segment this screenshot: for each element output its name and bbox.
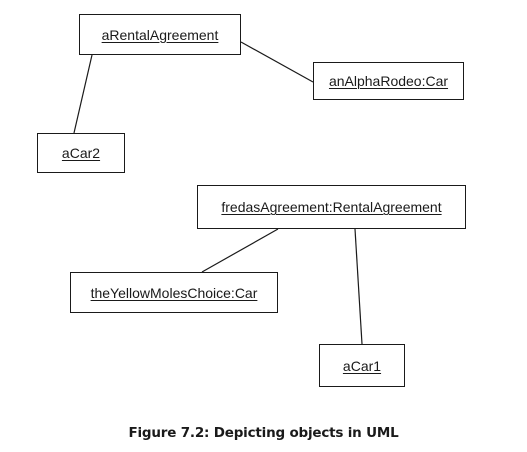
object-an-alpha-rodeo-car: anAlphaRodeo:Car — [313, 62, 464, 100]
object-fredas-agreement: fredasAgreement:RentalAgreement — [197, 185, 466, 229]
link-freda-to-car1 — [354, 228, 363, 345]
link-rental-to-car2 — [73, 54, 93, 134]
object-the-yellow-moles-choice-car: theYellowMolesChoice:Car — [70, 272, 278, 313]
object-label: anAlphaRodeo:Car — [328, 73, 449, 89]
object-a-rental-agreement: aRentalAgreement — [79, 14, 241, 55]
object-label: aCar1 — [342, 357, 382, 374]
link-rental-to-alpharodeo — [240, 41, 314, 83]
link-freda-to-yellowmoles — [201, 228, 279, 273]
figure-caption: Figure 7.2: Depicting objects in UML — [128, 425, 399, 441]
object-label: aRentalAgreement — [101, 26, 219, 43]
object-label: theYellowMolesChoice:Car — [90, 284, 258, 301]
object-a-car1: aCar1 — [319, 344, 405, 387]
object-a-car2: aCar2 — [37, 133, 125, 173]
object-label: aCar2 — [61, 145, 101, 161]
object-label: fredasAgreement:RentalAgreement — [221, 199, 442, 215]
